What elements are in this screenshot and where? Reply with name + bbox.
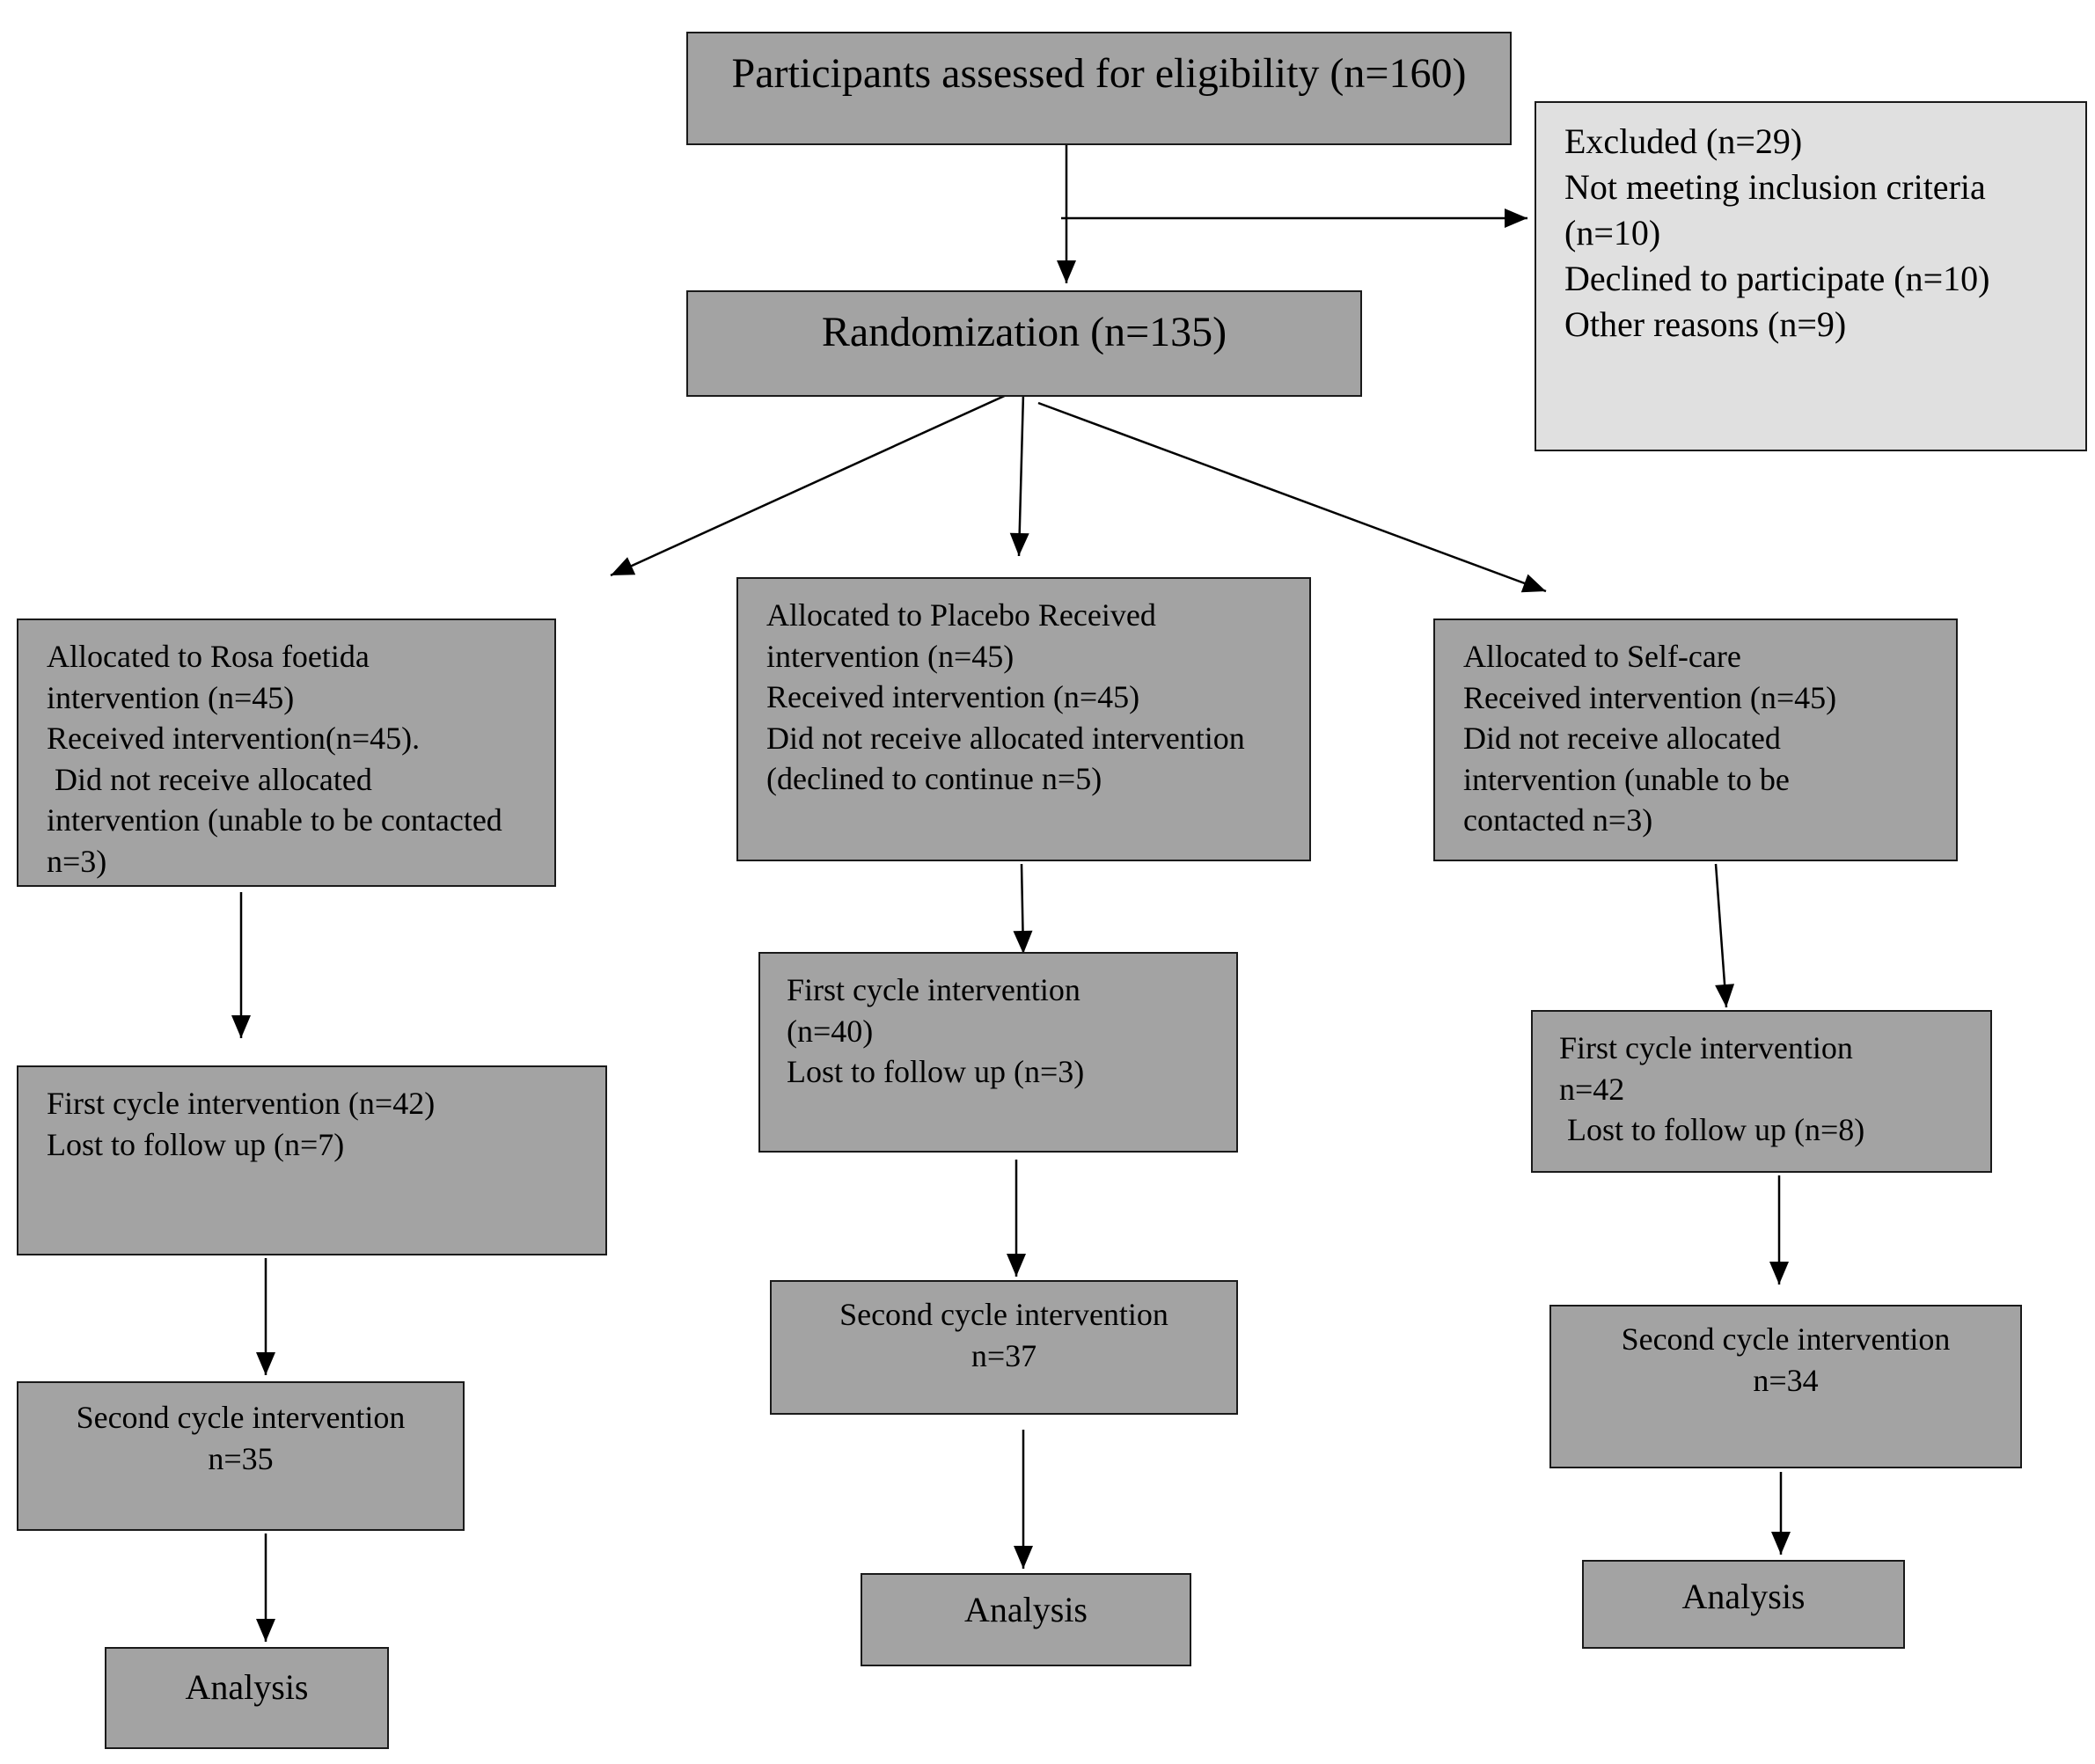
first-cycle-rosa-box: First cycle intervention (n=42) Lost to … [17, 1065, 607, 1255]
first-cycle-placebo-line: First cycle intervention [787, 972, 1080, 1007]
arrowhead-first-second-rosa [256, 1352, 275, 1375]
randomization-box: Randomization (n=135) [686, 290, 1362, 397]
excluded-total: Excluded (n=29) [1564, 121, 1803, 161]
arrowhead-second-analysis-placebo [1014, 1546, 1033, 1569]
first-cycle-rosa-line: Lost to follow up (n=7) [47, 1126, 345, 1162]
arrowhead-first-second-placebo [1007, 1254, 1026, 1277]
first-cycle-placebo-line: (n=40) [787, 1013, 874, 1049]
allocation-rosa-line: n=3) [47, 843, 107, 879]
eligibility-box: Participants assessed for eligibility (n… [686, 32, 1512, 145]
arrowhead-eligibility-randomization [1057, 260, 1076, 283]
second-cycle-placebo-box: Second cycle intervention n=37 [770, 1280, 1238, 1415]
allocation-rosa-line: intervention (n=45) [47, 679, 295, 715]
first-cycle-placebo-line: Lost to follow up (n=3) [787, 1054, 1085, 1089]
arrowhead-randomization-rosa [611, 557, 636, 575]
second-cycle-placebo-line: n=37 [971, 1337, 1037, 1373]
randomization-text: Randomization (n=135) [821, 309, 1227, 355]
analysis-rosa-box: Analysis [105, 1647, 389, 1749]
allocation-rosa-box: Allocated to Rosa foetida intervention (… [17, 618, 556, 887]
connector-randomization-rosa [610, 392, 1011, 577]
allocation-selfcare-line: intervention (unable to be [1463, 761, 1790, 797]
allocation-placebo-line: intervention (n=45) [766, 638, 1015, 674]
second-cycle-selfcare-box: Second cycle intervention n=34 [1549, 1305, 2022, 1468]
arrowhead-second-analysis-selfcare [1771, 1532, 1791, 1555]
analysis-placebo-text: Analysis [964, 1590, 1088, 1629]
allocation-selfcare-line: Allocated to Self-care [1463, 639, 1741, 674]
first-cycle-selfcare-line: First cycle intervention [1559, 1030, 1853, 1065]
second-cycle-rosa-line: Second cycle intervention [76, 1400, 406, 1435]
eligibility-text: Participants assessed for eligibility (n… [731, 50, 1467, 97]
analysis-selfcare-box: Analysis [1582, 1560, 1905, 1649]
excluded-inclusion-count: (n=10) [1564, 213, 1661, 253]
allocation-rosa-line: intervention (unable to be contacted [47, 802, 502, 838]
first-cycle-selfcare-line: n=42 [1559, 1071, 1625, 1107]
excluded-box: Excluded (n=29) Not meeting inclusion cr… [1535, 101, 2087, 451]
connector-randomization-selfcare [1037, 401, 1547, 593]
allocation-rosa-line: Did not receive allocated [47, 761, 372, 797]
allocation-selfcare-box: Allocated to Self-care Received interven… [1433, 618, 1958, 861]
arrowhead-randomization-placebo [1009, 532, 1029, 556]
allocation-selfcare-line: Received intervention (n=45) [1463, 679, 1837, 715]
second-cycle-rosa-box: Second cycle intervention n=35 [17, 1381, 465, 1531]
first-cycle-selfcare-line: Lost to follow up (n=8) [1559, 1112, 1865, 1147]
connector-randomization-placebo [1017, 392, 1025, 557]
second-cycle-selfcare-line: Second cycle intervention [1621, 1321, 1951, 1357]
allocation-selfcare-line: Did not receive allocated [1463, 721, 1781, 756]
allocation-placebo-line: Did not receive allocated intervention [766, 720, 1245, 756]
first-cycle-selfcare-box: First cycle intervention n=42 Lost to fo… [1531, 1010, 1992, 1173]
arrowhead-alloc-first-placebo [1013, 930, 1033, 954]
arrowhead-randomization-selfcare [1520, 574, 1546, 593]
excluded-declined: Declined to participate (n=10) [1564, 259, 1990, 298]
arrowhead-alloc-first-rosa [231, 1015, 251, 1038]
allocation-selfcare-line: contacted n=3) [1463, 802, 1653, 838]
arrowhead-to-excluded [1505, 209, 1527, 228]
first-cycle-rosa-line: First cycle intervention (n=42) [47, 1086, 436, 1121]
arrowhead-alloc-first-selfcare [1715, 984, 1735, 1007]
excluded-other: Other reasons (n=9) [1564, 304, 1847, 344]
allocation-rosa-line: Received intervention(n=45). [47, 721, 421, 756]
second-cycle-selfcare-line: n=34 [1753, 1362, 1819, 1398]
connector-alloc-first-selfcare [1714, 863, 1728, 1008]
allocation-placebo-line: Received intervention (n=45) [766, 679, 1140, 714]
second-cycle-rosa-line: n=35 [208, 1440, 274, 1476]
arrowhead-second-analysis-rosa [256, 1619, 275, 1642]
first-cycle-placebo-box: First cycle intervention (n=40) Lost to … [758, 952, 1238, 1153]
analysis-rosa-text: Analysis [185, 1667, 309, 1707]
allocation-rosa-line: Allocated to Rosa foetida [47, 639, 370, 674]
allocation-placebo-box: Allocated to Placebo Received interventi… [736, 577, 1311, 861]
arrowhead-first-second-selfcare [1769, 1262, 1789, 1285]
analysis-selfcare-text: Analysis [1681, 1577, 1806, 1616]
excluded-inclusion-label: Not meeting inclusion criteria [1564, 167, 1986, 207]
analysis-placebo-box: Analysis [861, 1573, 1191, 1666]
allocation-placebo-line: Allocated to Placebo Received [766, 597, 1156, 633]
allocation-placebo-line: (declined to continue n=5) [766, 761, 1102, 796]
second-cycle-placebo-line: Second cycle intervention [839, 1297, 1168, 1332]
